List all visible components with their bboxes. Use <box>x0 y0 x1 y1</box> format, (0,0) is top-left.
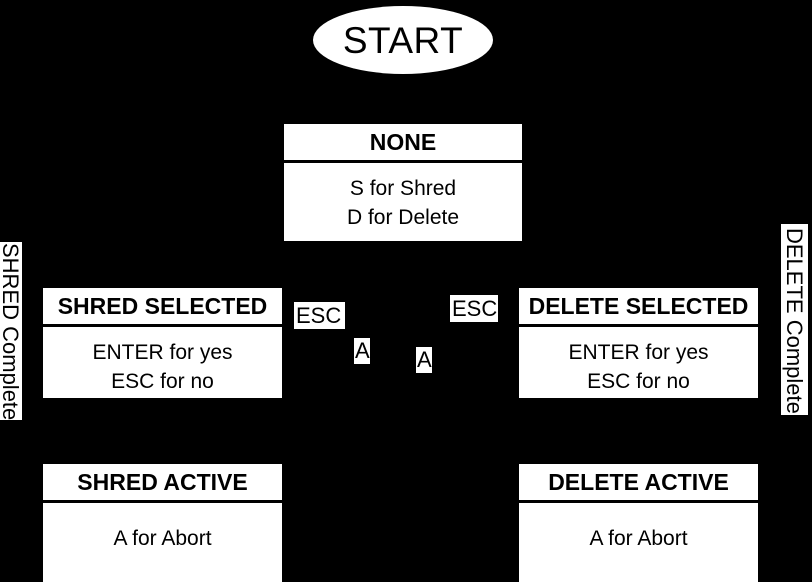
state-title-delete-selected: DELETE SELECTED <box>519 288 758 328</box>
state-node-delete-active[interactable]: DELETE ACTIVE A for Abort <box>519 464 758 582</box>
edge-label-esc-right: ESC <box>450 295 498 322</box>
side-label-shred-complete: SHRED Complete <box>0 242 22 420</box>
state-body-line: ENTER for yes <box>92 341 233 365</box>
state-title-shred-active: SHRED ACTIVE <box>43 464 282 504</box>
state-body-delete-active: A for Abort <box>519 503 758 582</box>
state-node-shred-selected[interactable]: SHRED SELECTED ENTER for yes ESC for no <box>43 288 282 398</box>
state-node-delete-selected[interactable]: DELETE SELECTED ENTER for yes ESC for no <box>519 288 758 398</box>
start-node[interactable]: START <box>313 6 493 74</box>
side-label-shred-complete-text: SHRED Complete <box>0 243 22 420</box>
side-label-delete-complete: DELETE Complete <box>781 224 808 415</box>
state-title-none: NONE <box>284 124 522 164</box>
edge-label-abort-left: A <box>354 338 370 364</box>
state-body-line: D for Delete <box>346 205 460 229</box>
state-title-shred-selected: SHRED SELECTED <box>43 288 282 328</box>
edge-label-abort-right: A <box>416 347 432 373</box>
state-node-shred-active[interactable]: SHRED ACTIVE A for Abort <box>43 464 282 582</box>
state-body-line: ENTER for yes <box>568 341 709 365</box>
state-body-line: ESC for no <box>111 369 214 393</box>
state-body-shred-active: A for Abort <box>43 503 282 582</box>
state-body-line: A for Abort <box>113 527 212 551</box>
start-node-label: START <box>342 19 464 61</box>
state-body-line: A for Abort <box>589 527 688 551</box>
state-node-none[interactable]: NONE S for Shred D for Delete <box>284 124 522 241</box>
state-body-line: S for Shred <box>349 177 457 201</box>
state-body-shred-selected: ENTER for yes ESC for no <box>43 327 282 398</box>
edge-label-esc-left: ESC <box>294 302 345 329</box>
state-body-delete-selected: ENTER for yes ESC for no <box>519 327 758 398</box>
state-body-none: S for Shred D for Delete <box>284 163 522 241</box>
state-body-line: ESC for no <box>587 369 690 393</box>
side-label-delete-complete-text: DELETE Complete <box>782 228 807 414</box>
state-title-delete-active: DELETE ACTIVE <box>519 464 758 504</box>
